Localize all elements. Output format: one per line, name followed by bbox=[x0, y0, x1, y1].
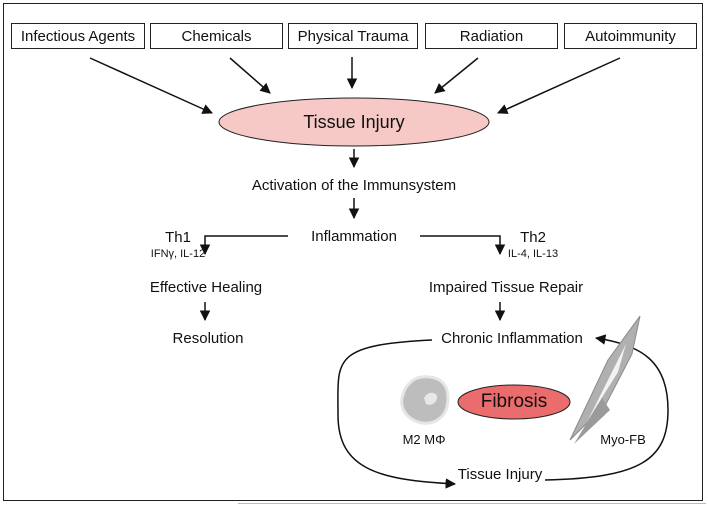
source-box-chemicals: Chemicals bbox=[150, 23, 283, 49]
m2-macrophage-label: M2 MΦ bbox=[402, 432, 446, 447]
diagram-frame bbox=[3, 3, 703, 501]
inflammation-label: Inflammation bbox=[311, 228, 397, 245]
source-box-radiation: Radiation bbox=[425, 23, 558, 49]
arrow-autoimmunity-to-injury bbox=[497, 57, 621, 114]
arrow-inflammation-to-th1 bbox=[199, 235, 288, 256]
effective-healing-label: Effective Healing bbox=[149, 279, 263, 296]
th2-label: Th2 bbox=[520, 229, 546, 246]
cycle-arc-left bbox=[337, 339, 457, 489]
cycle-arc-right bbox=[544, 334, 669, 481]
source-box-infectious-agents: Infectious Agents bbox=[11, 23, 145, 49]
impaired-repair-label: Impaired Tissue Repair bbox=[428, 279, 584, 296]
source-label: Physical Trauma bbox=[297, 27, 409, 45]
chronic-inflammation-label: Chronic Inflammation bbox=[441, 330, 583, 347]
m2-macrophage-icon bbox=[400, 375, 450, 425]
arrow-chemicals-to-injury bbox=[229, 57, 271, 94]
source-label: Radiation bbox=[459, 27, 524, 45]
tissue-injury-ellipse bbox=[218, 97, 490, 147]
fibrosis-ellipse bbox=[457, 384, 571, 420]
source-label: Autoimmunity bbox=[585, 27, 676, 45]
myofibroblast-icon bbox=[569, 315, 641, 444]
myofibroblast-label: Myo-FB bbox=[600, 432, 646, 447]
source-box-physical-trauma: Physical Trauma bbox=[288, 23, 418, 49]
arrow-infectious-to-injury bbox=[89, 57, 213, 114]
fibrosis-label: Fibrosis bbox=[458, 385, 570, 419]
tissue-injury-text: Tissue Injury bbox=[303, 111, 405, 132]
source-box-autoimmunity: Autoimmunity bbox=[564, 23, 697, 49]
resolution-label: Resolution bbox=[172, 330, 244, 347]
tissue-injury-label: Tissue Injury bbox=[219, 98, 489, 146]
activation-label: Activation of the Immunsystem bbox=[251, 177, 457, 194]
th2-cytokines: IL-4, IL-13 bbox=[507, 248, 559, 260]
fibrosis-text: Fibrosis bbox=[480, 391, 548, 412]
tissue-injury-bottom-label: Tissue Injury bbox=[457, 466, 543, 483]
frame-shadow-line bbox=[238, 503, 706, 504]
source-label: Infectious Agents bbox=[20, 27, 136, 45]
th1-label: Th1 bbox=[165, 229, 191, 246]
th1-cytokines: IFNγ, IL-12 bbox=[150, 248, 206, 260]
source-label: Chemicals bbox=[181, 27, 252, 45]
arrow-radiation-to-injury bbox=[434, 57, 479, 94]
arrow-inflammation-to-th2 bbox=[420, 235, 506, 256]
